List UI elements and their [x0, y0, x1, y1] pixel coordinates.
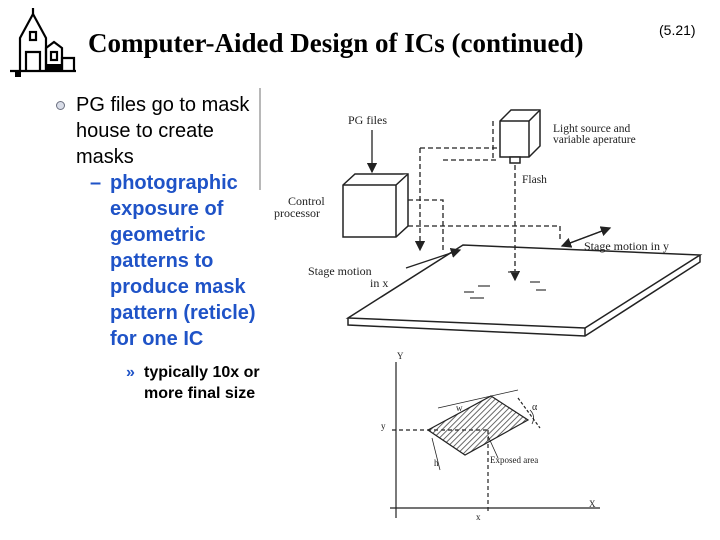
- flash-label: Flash: [522, 174, 547, 186]
- x-coordinate-label: x: [476, 512, 481, 522]
- stage-motion-x-label: in x: [370, 276, 388, 290]
- bullet-list: PG files go to mask house to create mask…: [48, 92, 268, 404]
- alpha-label: α: [532, 402, 538, 413]
- axis-y-label: Y: [397, 351, 404, 361]
- light-source-label: Light source and: [553, 123, 631, 135]
- pg-files-label: PG files: [348, 113, 387, 127]
- width-label: w: [456, 403, 463, 413]
- stage-motion-y-label: Stage motion in y: [584, 239, 669, 253]
- control-processor-label: Control: [288, 194, 325, 208]
- control-processor-label: processor: [274, 206, 320, 220]
- dash-icon: –: [90, 172, 102, 194]
- dashed-link: [408, 199, 444, 250]
- pattern-generator-figure: PG files Light source and variable apera…: [259, 88, 703, 522]
- coordinate-diagram: [390, 362, 600, 518]
- bullet-item: PG files go to mask house to create mask…: [48, 92, 268, 170]
- bullet-text: PG files go to mask house to create mask…: [76, 94, 250, 168]
- plate-pattern-marks: [464, 271, 546, 299]
- sub-bullet-item: – photographic exposure of geometric pat…: [48, 170, 268, 352]
- slide-number: (5.21): [659, 22, 696, 38]
- exposed-area-shape: [426, 395, 530, 456]
- leader-line: [487, 435, 499, 459]
- chevron-right-icon: »: [126, 364, 135, 381]
- bullet-dot-icon: [56, 101, 65, 110]
- control-processor-box: [342, 173, 409, 238]
- university-logo: [10, 8, 76, 77]
- dashed-link: [408, 225, 561, 240]
- light-source-label: variable aperature: [553, 134, 636, 146]
- exposed-area-label: Exposed area: [490, 455, 538, 465]
- height-label: h: [434, 458, 439, 468]
- stage-motion-x-label: Stage motion: [308, 264, 372, 278]
- axis-x-label: X: [589, 499, 596, 509]
- y-coordinate-label: y: [381, 421, 386, 431]
- sub-sub-bullet-item: » typically 10x or more final size: [48, 362, 268, 404]
- stage-plate: [345, 244, 703, 337]
- light-source-box: [499, 109, 541, 164]
- sub-bullet-text: photographic exposure of geometric patte…: [110, 172, 256, 350]
- sub-sub-bullet-text: typically 10x or more final size: [144, 364, 260, 402]
- arrow-y-icon: [561, 226, 612, 247]
- slide-title: Computer-Aided Design of ICs (continued): [88, 28, 584, 58]
- arrow-x-icon: [405, 247, 462, 269]
